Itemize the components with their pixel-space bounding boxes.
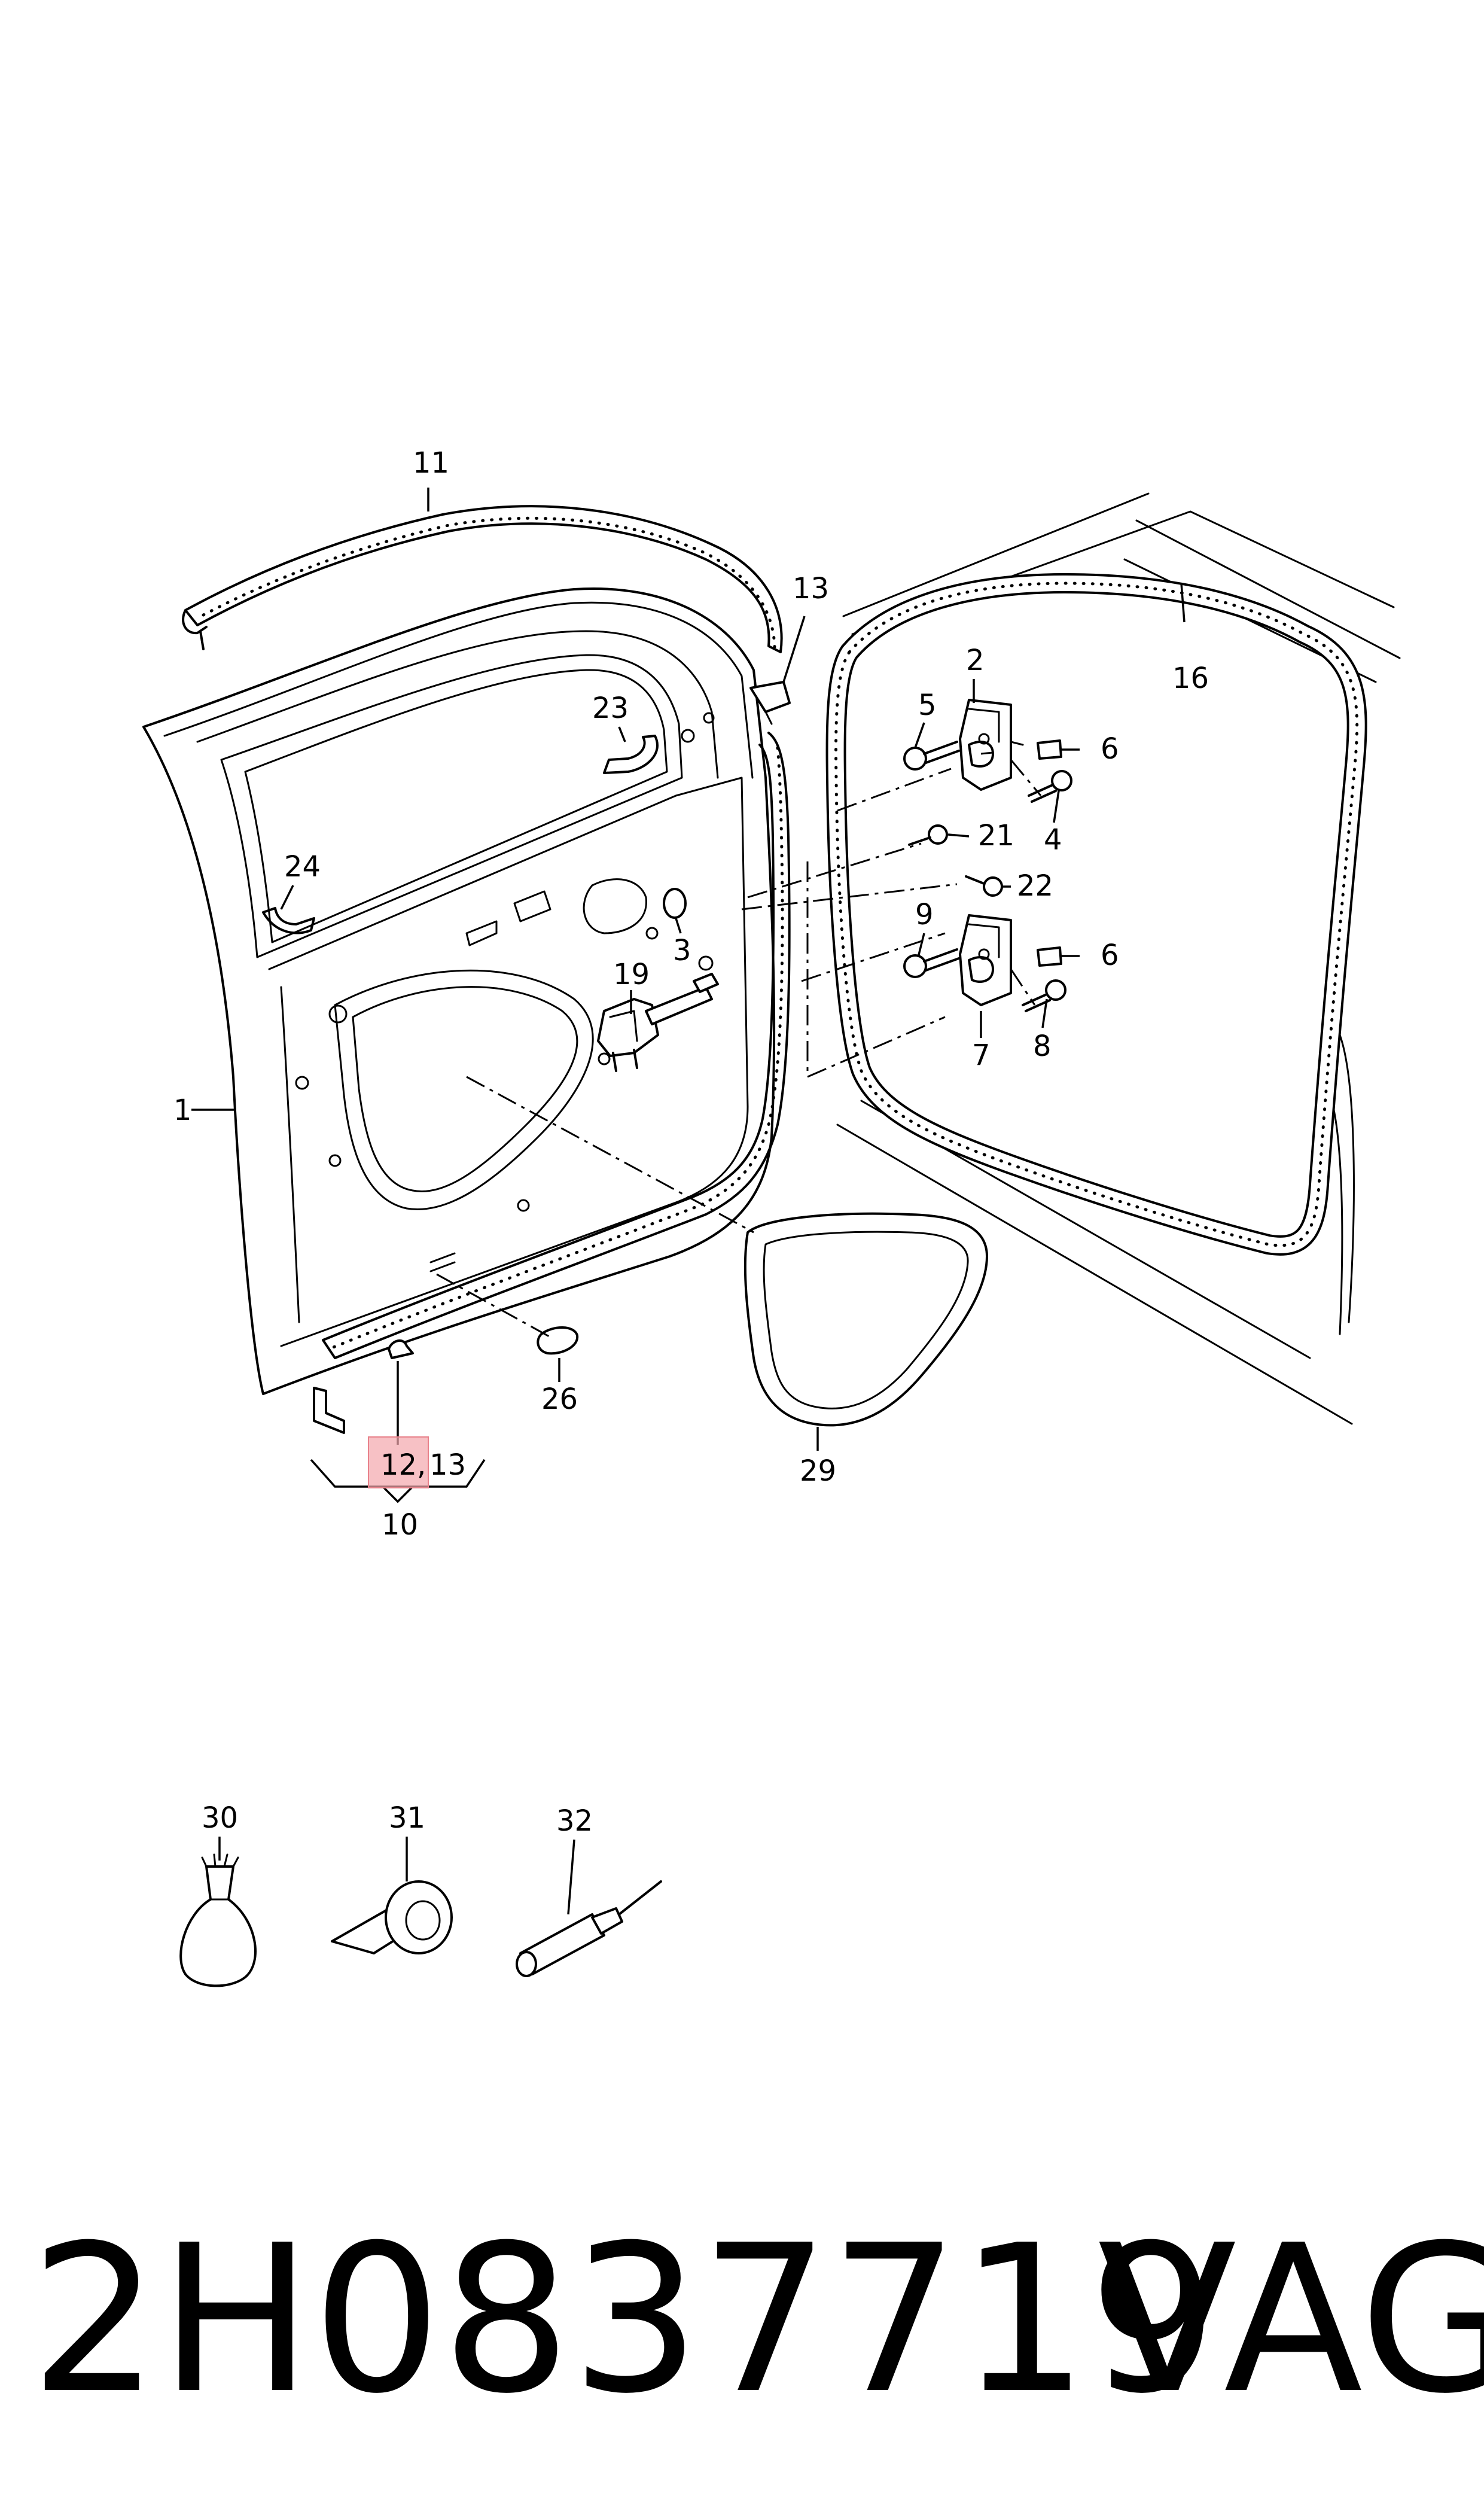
cap-6-upper bbox=[1037, 739, 1062, 760]
callout-2: 2 bbox=[966, 644, 985, 677]
clip-top bbox=[749, 681, 791, 725]
callout-24: 24 bbox=[284, 850, 321, 884]
callout-highlight bbox=[368, 1436, 429, 1488]
bolt-5 bbox=[903, 741, 960, 771]
hinge-upper bbox=[959, 699, 1024, 791]
brand: VAG bbox=[1098, 2202, 1484, 2438]
callout-11: 11 bbox=[413, 446, 449, 480]
callout-8: 8 bbox=[1033, 1030, 1052, 1063]
callout-12: 12 bbox=[380, 1448, 417, 1482]
callout-21: 21 bbox=[978, 819, 1014, 852]
clip-24 bbox=[262, 907, 315, 934]
callout-30: 30 bbox=[202, 1801, 238, 1835]
callout-9: 9 bbox=[915, 898, 934, 931]
callout-4: 4 bbox=[1044, 823, 1062, 857]
callout-23: 23 bbox=[592, 692, 629, 725]
callout-labels: 11 13 16 2 5 23 6 4 21 22 24 3 9 6 19 7 … bbox=[173, 446, 1209, 1838]
grease-bag bbox=[179, 1837, 257, 1987]
callout-10: 10 bbox=[382, 1508, 418, 1542]
door-opening-seal bbox=[825, 573, 1367, 1256]
callout-26: 26 bbox=[541, 1383, 578, 1416]
grommet-3 bbox=[663, 888, 687, 919]
part-number: 2H0837719 bbox=[30, 2202, 1218, 2438]
bolt-21 bbox=[908, 824, 948, 846]
cap-6-lower bbox=[1037, 946, 1062, 967]
membrane-29 bbox=[743, 1212, 988, 1427]
callout-12-separator: , bbox=[417, 1448, 426, 1482]
trim-strip-lower bbox=[313, 1387, 345, 1434]
tape-roll bbox=[331, 1837, 453, 1954]
callout-3: 3 bbox=[673, 934, 691, 967]
callout-22: 22 bbox=[1017, 869, 1053, 903]
callout-19: 19 bbox=[613, 958, 650, 991]
applicator-tool bbox=[516, 1839, 662, 1977]
window-weatherstrip bbox=[182, 505, 783, 653]
clip-23 bbox=[603, 735, 659, 774]
callout-32: 32 bbox=[556, 1804, 593, 1838]
bolt-8 bbox=[1022, 979, 1066, 1012]
bolt-22 bbox=[965, 875, 1003, 897]
clip-12 bbox=[388, 1339, 414, 1359]
callout-16: 16 bbox=[1172, 662, 1209, 695]
callout-31: 31 bbox=[389, 1801, 425, 1835]
callout-1: 1 bbox=[173, 1094, 192, 1127]
bolt-9 bbox=[903, 948, 960, 978]
callout-7: 7 bbox=[972, 1039, 991, 1072]
callout-5: 5 bbox=[918, 689, 937, 722]
plug-26 bbox=[537, 1326, 579, 1355]
door-check-strap bbox=[597, 973, 719, 1072]
callout-13-lower: 13 bbox=[429, 1448, 466, 1482]
callout-6-lower: 6 bbox=[1101, 939, 1119, 972]
bolt-4 bbox=[1028, 770, 1072, 803]
callout-6-upper: 6 bbox=[1101, 732, 1119, 766]
callout-29: 29 bbox=[800, 1454, 836, 1488]
callout-13-top: 13 bbox=[793, 572, 829, 605]
door-shell bbox=[142, 587, 776, 1395]
door-edge-seal bbox=[322, 732, 791, 1359]
hinge-lower bbox=[959, 914, 1012, 1006]
footer: 2H0837719 VAG bbox=[30, 2202, 1484, 2438]
